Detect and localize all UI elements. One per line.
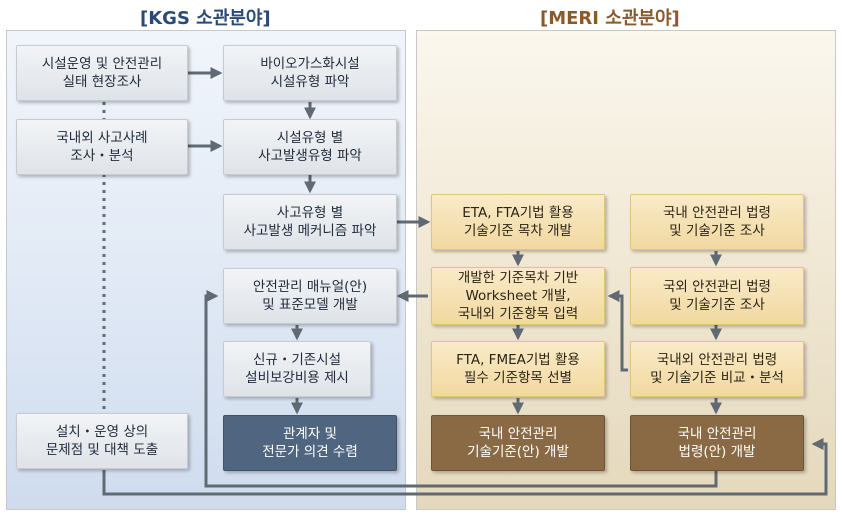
box-safety-manual: 안전관리 매뉴얼(안)및 표준모델 개발 bbox=[223, 268, 397, 324]
kgs-header: [KGS 소관분야] bbox=[140, 8, 271, 29]
arrow-b9-b17 bbox=[102, 438, 828, 496]
meri-header: [MERI 소관분야] bbox=[540, 8, 680, 29]
arrow-b17-b6 bbox=[204, 290, 718, 488]
arrow-b16-b11 bbox=[607, 290, 628, 372]
